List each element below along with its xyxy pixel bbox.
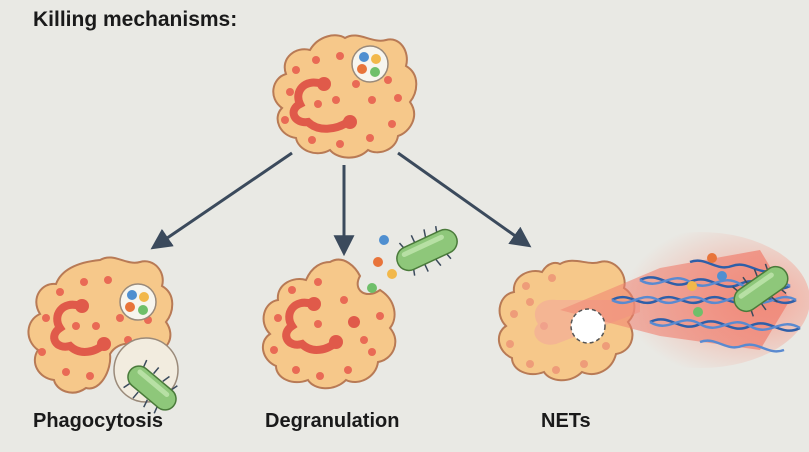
label-nets: NETs <box>541 410 591 432</box>
neutrophil-phagocytosis <box>27 256 179 414</box>
granules <box>38 276 152 380</box>
nucleus-lobe <box>75 299 89 313</box>
diagram-title: Killing mechanisms: <box>33 8 238 31</box>
nucleus <box>50 300 108 356</box>
granules <box>506 274 610 374</box>
cell-body <box>261 258 397 390</box>
arrow-to-phagocytosis <box>150 151 293 250</box>
ruptured-granule <box>570 308 606 344</box>
granule-vesicle <box>119 283 157 321</box>
nucleus-lobe <box>307 297 321 311</box>
nucleus-lobe <box>343 115 357 129</box>
nucleus-lobe <box>317 77 331 91</box>
arrows <box>150 151 532 257</box>
bacterium-icon <box>396 225 458 276</box>
label-degranulation: Degranulation <box>265 410 400 432</box>
net-beam <box>560 250 790 350</box>
granules <box>281 52 402 148</box>
neutrophil-nets <box>497 232 809 382</box>
nucleus-lobe <box>97 337 111 351</box>
nucleus-lobe <box>348 316 360 328</box>
bacterium-icon <box>732 263 789 317</box>
nucleus-lobe <box>329 335 343 349</box>
nucleus <box>282 298 340 354</box>
released-granules <box>367 235 397 293</box>
nucleus <box>289 78 352 133</box>
arrow-to-nets <box>397 151 532 248</box>
neutrophil-top <box>272 34 418 159</box>
granule-vesicle <box>351 45 389 83</box>
label-phagocytosis: Phagocytosis <box>33 410 164 432</box>
net-granules <box>687 253 727 317</box>
granules <box>270 278 384 380</box>
neutrophil-degranulation <box>261 225 458 390</box>
bacterium-icon <box>123 359 178 414</box>
